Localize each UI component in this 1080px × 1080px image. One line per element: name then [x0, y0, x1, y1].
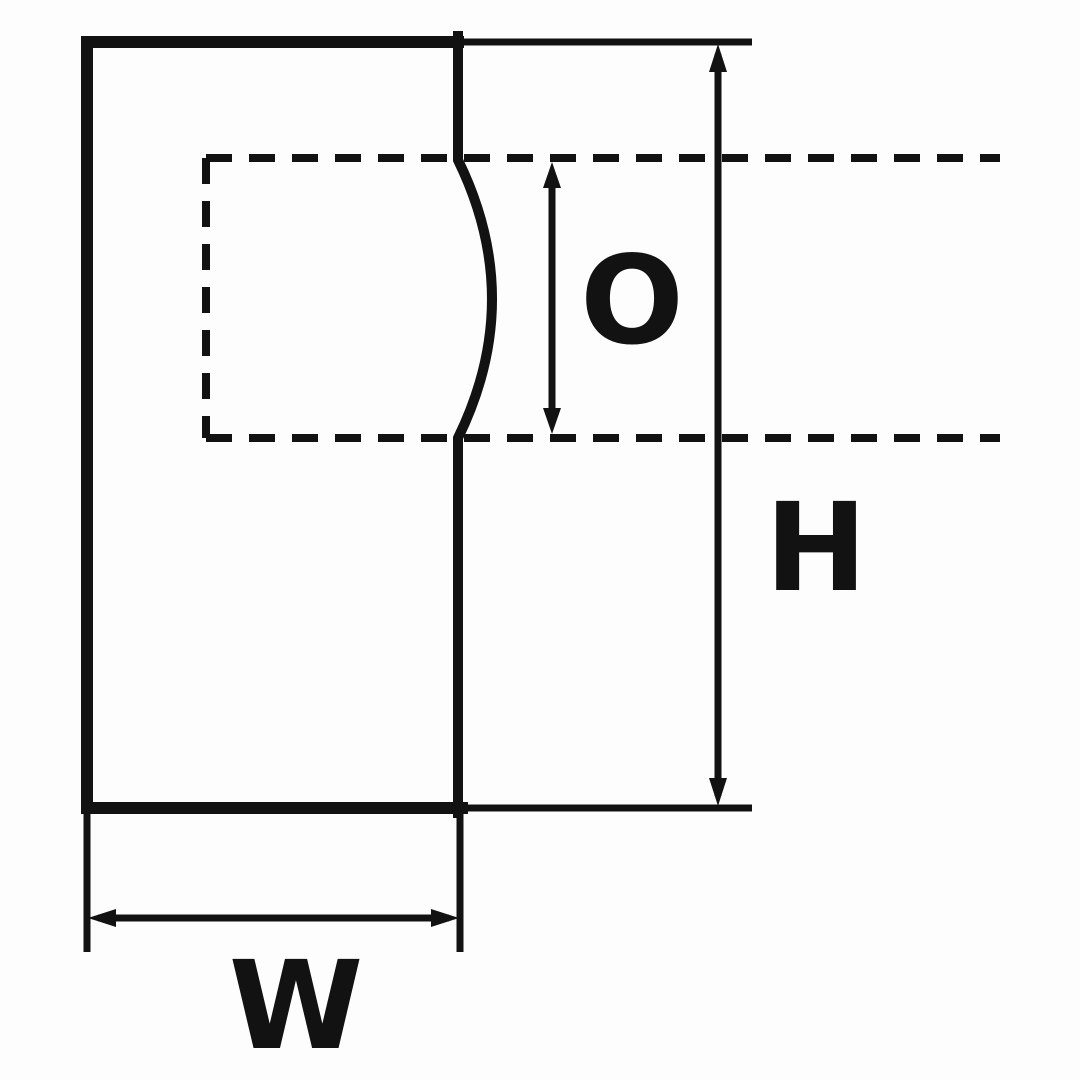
body-right-edge-bulge	[453, 31, 497, 818]
body-outline	[81, 36, 468, 814]
opening-arrow-down-icon	[543, 408, 561, 434]
height-arrow-up-icon	[709, 44, 727, 72]
opening-arrow-up-icon	[543, 162, 561, 188]
width-label: W	[229, 935, 364, 1077]
width-arrow-right-icon	[431, 909, 459, 927]
width-arrow-left-icon	[88, 909, 116, 927]
height-arrow-down-icon	[709, 778, 727, 806]
height-label: H	[765, 477, 867, 619]
opening-label: O	[580, 230, 684, 372]
